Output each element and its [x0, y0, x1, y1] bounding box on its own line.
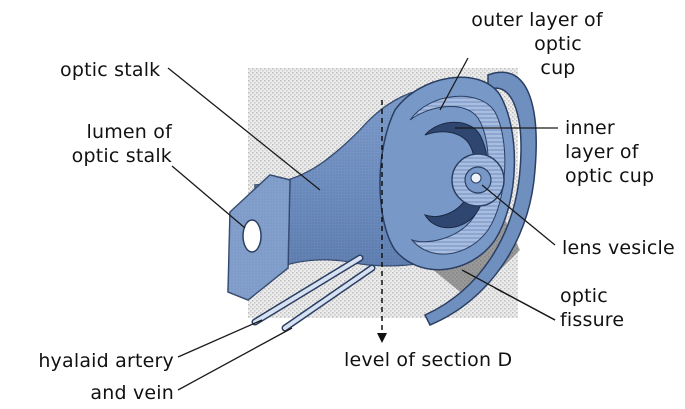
section-level-arrowhead — [377, 333, 387, 343]
label-inner-layer-line1: inner — [565, 116, 654, 140]
label-inner-layer-line2: layer of — [565, 140, 654, 164]
label-lumen-line2: optic stalk — [44, 144, 172, 168]
label-hyaloid-line2: and vein — [4, 377, 174, 409]
label-level-of-section: level of section D — [344, 348, 512, 372]
label-optic-fissure-line2: fissure — [560, 308, 624, 332]
label-outer-layer-line1: outer layer of — [452, 8, 622, 32]
label-outer-layer-line3: cup — [452, 56, 622, 80]
label-inner-layer-line3: optic cup — [565, 164, 654, 188]
lumen-opening — [243, 220, 261, 252]
label-hyaloid-line1: hyalaid artery — [4, 345, 174, 377]
label-outer-layer: outer layer of optic cup — [452, 8, 622, 80]
label-outer-layer-line2: optic — [452, 32, 622, 56]
label-optic-stalk: optic stalk — [60, 58, 160, 82]
label-optic-fissure-line1: optic — [560, 284, 624, 308]
label-lumen: lumen of optic stalk — [44, 120, 172, 168]
label-inner-layer: inner layer of optic cup — [565, 116, 654, 188]
label-optic-fissure: optic fissure — [560, 284, 624, 332]
label-hyaloid: hyalaid artery and vein — [4, 345, 174, 409]
label-lumen-line1: lumen of — [44, 120, 172, 144]
label-lens-vesicle: lens vesicle — [562, 236, 675, 260]
